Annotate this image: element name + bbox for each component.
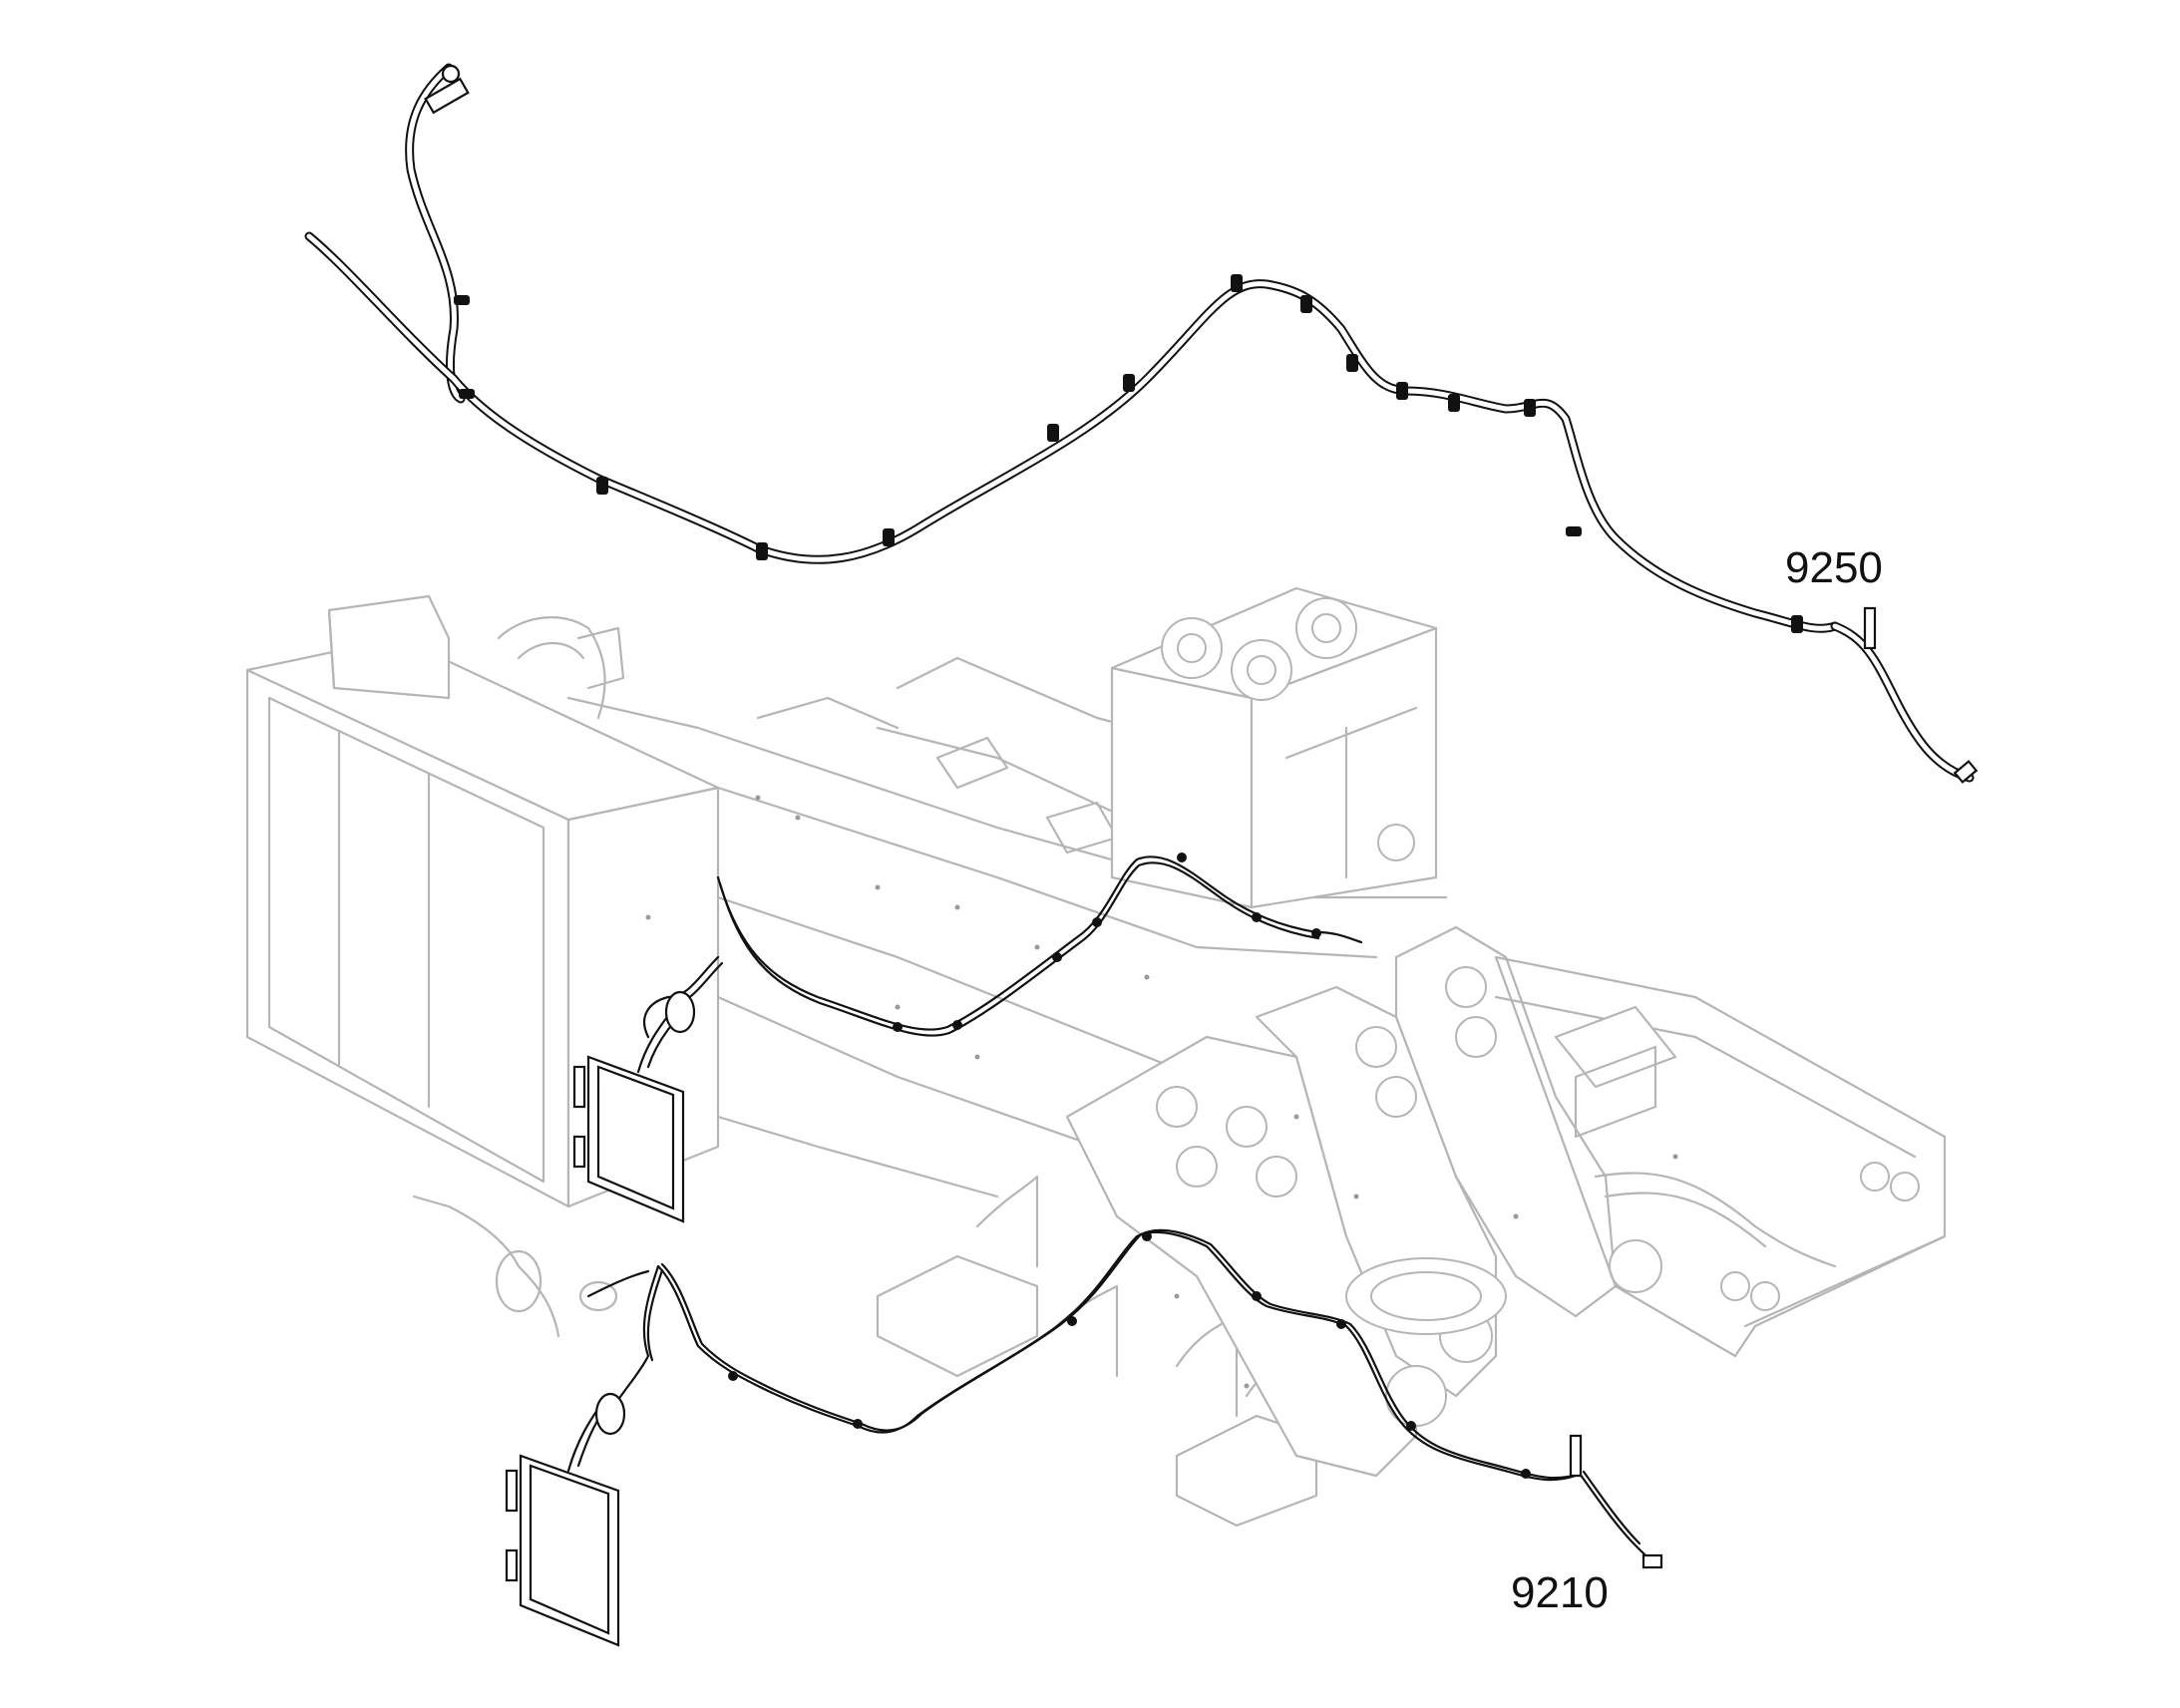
rivets <box>595 795 1678 1389</box>
radiator-block <box>245 594 720 1208</box>
harness-clip <box>1123 374 1135 392</box>
tank-block <box>1110 586 1438 909</box>
harness-clip <box>883 528 895 546</box>
harness-clip <box>1047 424 1059 442</box>
harness-9210 <box>586 1228 1663 1569</box>
harness-clip <box>459 389 475 399</box>
rear-frame <box>1494 955 1947 1358</box>
harness-clip <box>1566 526 1582 536</box>
harness-clip <box>1346 354 1358 372</box>
machine-frame <box>245 586 1947 1528</box>
harness-clip <box>1231 274 1243 292</box>
harness-clip <box>756 542 768 560</box>
harness-clip <box>454 295 470 305</box>
harness-clip <box>596 477 608 495</box>
lower-left-parts <box>412 1195 618 1338</box>
harness-clip <box>1300 295 1312 313</box>
harness-clip <box>1396 382 1408 400</box>
harness-clip <box>1524 399 1536 417</box>
harness-9250 <box>304 63 1979 784</box>
lower-ecu <box>505 1392 626 1647</box>
harness-clip <box>1791 615 1803 633</box>
harness-clip <box>1448 394 1460 412</box>
frame-harness <box>642 853 1363 1039</box>
pivot-towers <box>1065 925 1662 1478</box>
label-9250: 9250 <box>1785 543 1883 592</box>
label-9210: 9210 <box>1511 1568 1609 1617</box>
upper-ecu <box>572 990 696 1223</box>
